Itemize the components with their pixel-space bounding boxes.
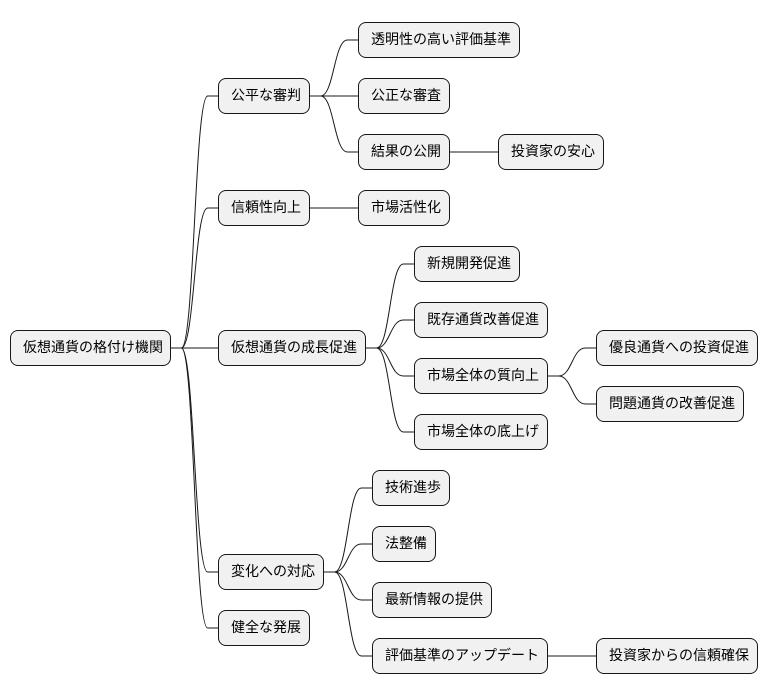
node-trust-improvement: 信頼性向上 xyxy=(218,190,310,226)
node-market-activation: 市場活性化 xyxy=(358,190,450,226)
edge-node-crypto-growth-to-node-market-quality xyxy=(366,347,414,377)
node-new-development: 新規開発促進 xyxy=(414,246,520,282)
edge-node-change-response-to-node-tech-progress xyxy=(324,487,372,573)
node-fair-review: 公正な審査 xyxy=(358,78,450,114)
node-existing-improvement: 既存通貨改善促進 xyxy=(414,302,548,338)
edge-node-market-quality-to-node-good-coin-investment xyxy=(548,347,596,377)
node-change-response: 変化への対応 xyxy=(218,554,324,590)
node-transparent-criteria: 透明性の高い評価基準 xyxy=(358,22,520,58)
node-latest-info: 最新情報の提供 xyxy=(372,582,492,618)
edge-root-node-to-node-healthy-development xyxy=(171,347,218,629)
edge-node-change-response-to-node-legislation xyxy=(324,543,372,573)
edge-node-market-quality-to-node-problem-coin-improvement xyxy=(548,375,596,405)
node-legislation: 法整備 xyxy=(372,526,436,562)
edge-root-node-to-node-fair-judge xyxy=(171,95,218,349)
edge-node-crypto-growth-to-node-new-development xyxy=(366,263,414,349)
node-crypto-growth: 仮想通貨の成長促進 xyxy=(218,330,366,366)
node-healthy-development: 健全な発展 xyxy=(218,610,310,646)
node-investor-security: 投資家の安心 xyxy=(498,134,604,170)
edge-node-fair-judge-to-node-transparent-criteria xyxy=(310,39,358,97)
node-market-uplift: 市場全体の底上げ xyxy=(414,414,548,450)
edge-root-node-to-node-change-response xyxy=(171,347,218,573)
edge-node-crypto-growth-to-node-existing-improvement xyxy=(366,319,414,349)
edge-node-change-response-to-node-latest-info xyxy=(324,571,372,601)
node-market-quality: 市場全体の質向上 xyxy=(414,358,548,394)
node-good-coin-investment: 優良通貨への投資促進 xyxy=(596,330,758,366)
node-problem-coin-improvement: 問題通貨の改善促進 xyxy=(596,386,744,422)
node-publish-results: 結果の公開 xyxy=(358,134,450,170)
edge-root-node-to-node-trust-improvement xyxy=(171,207,218,349)
node-fair-judge: 公平な審判 xyxy=(218,78,310,114)
edge-node-crypto-growth-to-node-market-uplift xyxy=(366,347,414,433)
root-node: 仮想通貨の格付け機関 xyxy=(10,330,171,366)
node-criteria-update: 評価基準のアップデート xyxy=(372,638,548,674)
edge-node-change-response-to-node-criteria-update xyxy=(324,571,372,657)
node-investor-trust: 投資家からの信頼確保 xyxy=(596,638,758,674)
edge-node-fair-judge-to-node-publish-results xyxy=(310,95,358,153)
node-tech-progress: 技術進歩 xyxy=(372,470,450,506)
